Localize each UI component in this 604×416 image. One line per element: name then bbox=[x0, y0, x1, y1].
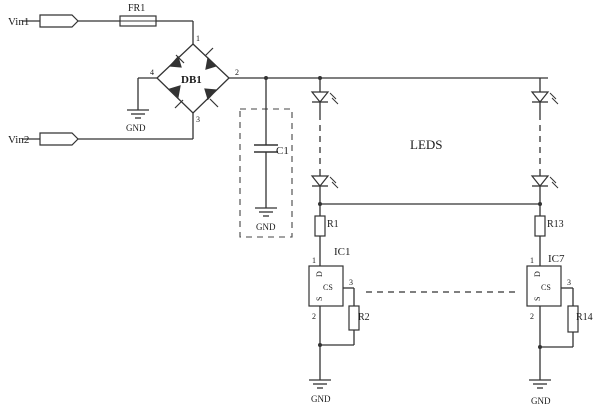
fuse-fr1 bbox=[119, 15, 194, 44]
ic7-chip bbox=[526, 265, 574, 380]
ic7-core: CS bbox=[541, 283, 551, 292]
bridge-label: DB1 bbox=[181, 74, 202, 86]
ic7-pin-top: 1 bbox=[530, 256, 534, 265]
ic1-name: IC1 bbox=[334, 246, 351, 258]
r13-label: R13 bbox=[547, 219, 564, 230]
bridge-pin2: 2 bbox=[235, 68, 239, 77]
ic7-pin-bottom: 2 bbox=[530, 312, 534, 321]
capacitor-label: C1 bbox=[276, 145, 289, 157]
vin2-connector bbox=[22, 132, 193, 146]
ic1-gnd-label: GND bbox=[311, 394, 331, 404]
ic7-ground-symbol bbox=[529, 379, 551, 389]
ic1-pin-bottom: 2 bbox=[312, 312, 316, 321]
bridge-pin-top: 1 bbox=[196, 34, 200, 43]
ic7-pin-s: S bbox=[533, 297, 542, 301]
bridge-pin4: 4 bbox=[150, 68, 154, 77]
bridge-pin-bottom: 3 bbox=[196, 115, 200, 124]
resistor-r13 bbox=[534, 215, 546, 266]
vin1-connector bbox=[22, 14, 120, 28]
cap-gnd-label: GND bbox=[256, 222, 276, 232]
ic1-ground-symbol bbox=[309, 379, 331, 389]
r2-label: R2 bbox=[358, 312, 370, 323]
vin1-label: Vin1 bbox=[8, 16, 29, 28]
ic1-pin-top: 1 bbox=[312, 256, 316, 265]
leds-label: LEDS bbox=[410, 137, 443, 152]
ic1-pin-d: D bbox=[315, 271, 324, 277]
resistor-r14 bbox=[540, 305, 579, 348]
ic7-pin3: 3 bbox=[567, 278, 571, 287]
ic1-pin3: 3 bbox=[349, 278, 353, 287]
ic1-core: CS bbox=[323, 283, 333, 292]
capacitor-c1 bbox=[254, 76, 278, 217]
ic1-pin-s: S bbox=[315, 297, 324, 301]
r1-label: R1 bbox=[327, 219, 339, 230]
bridge-gnd-label: GND bbox=[126, 123, 146, 133]
bridge-rectifier-db1 bbox=[137, 43, 548, 139]
r14-label: R14 bbox=[576, 312, 593, 323]
resistor-r1 bbox=[314, 215, 326, 266]
resistor-r2 bbox=[320, 305, 360, 346]
ic1-chip bbox=[308, 265, 355, 380]
led-string-2 bbox=[530, 78, 559, 216]
bridge-ground-symbol bbox=[127, 109, 149, 119]
led-string-1 bbox=[310, 76, 339, 216]
ic7-gnd-label: GND bbox=[531, 396, 551, 406]
vin2-label: Vin2 bbox=[8, 134, 29, 146]
fuse-label: FR1 bbox=[128, 3, 145, 14]
ic7-pin-d: D bbox=[533, 271, 542, 277]
ic7-name: IC7 bbox=[548, 253, 565, 265]
